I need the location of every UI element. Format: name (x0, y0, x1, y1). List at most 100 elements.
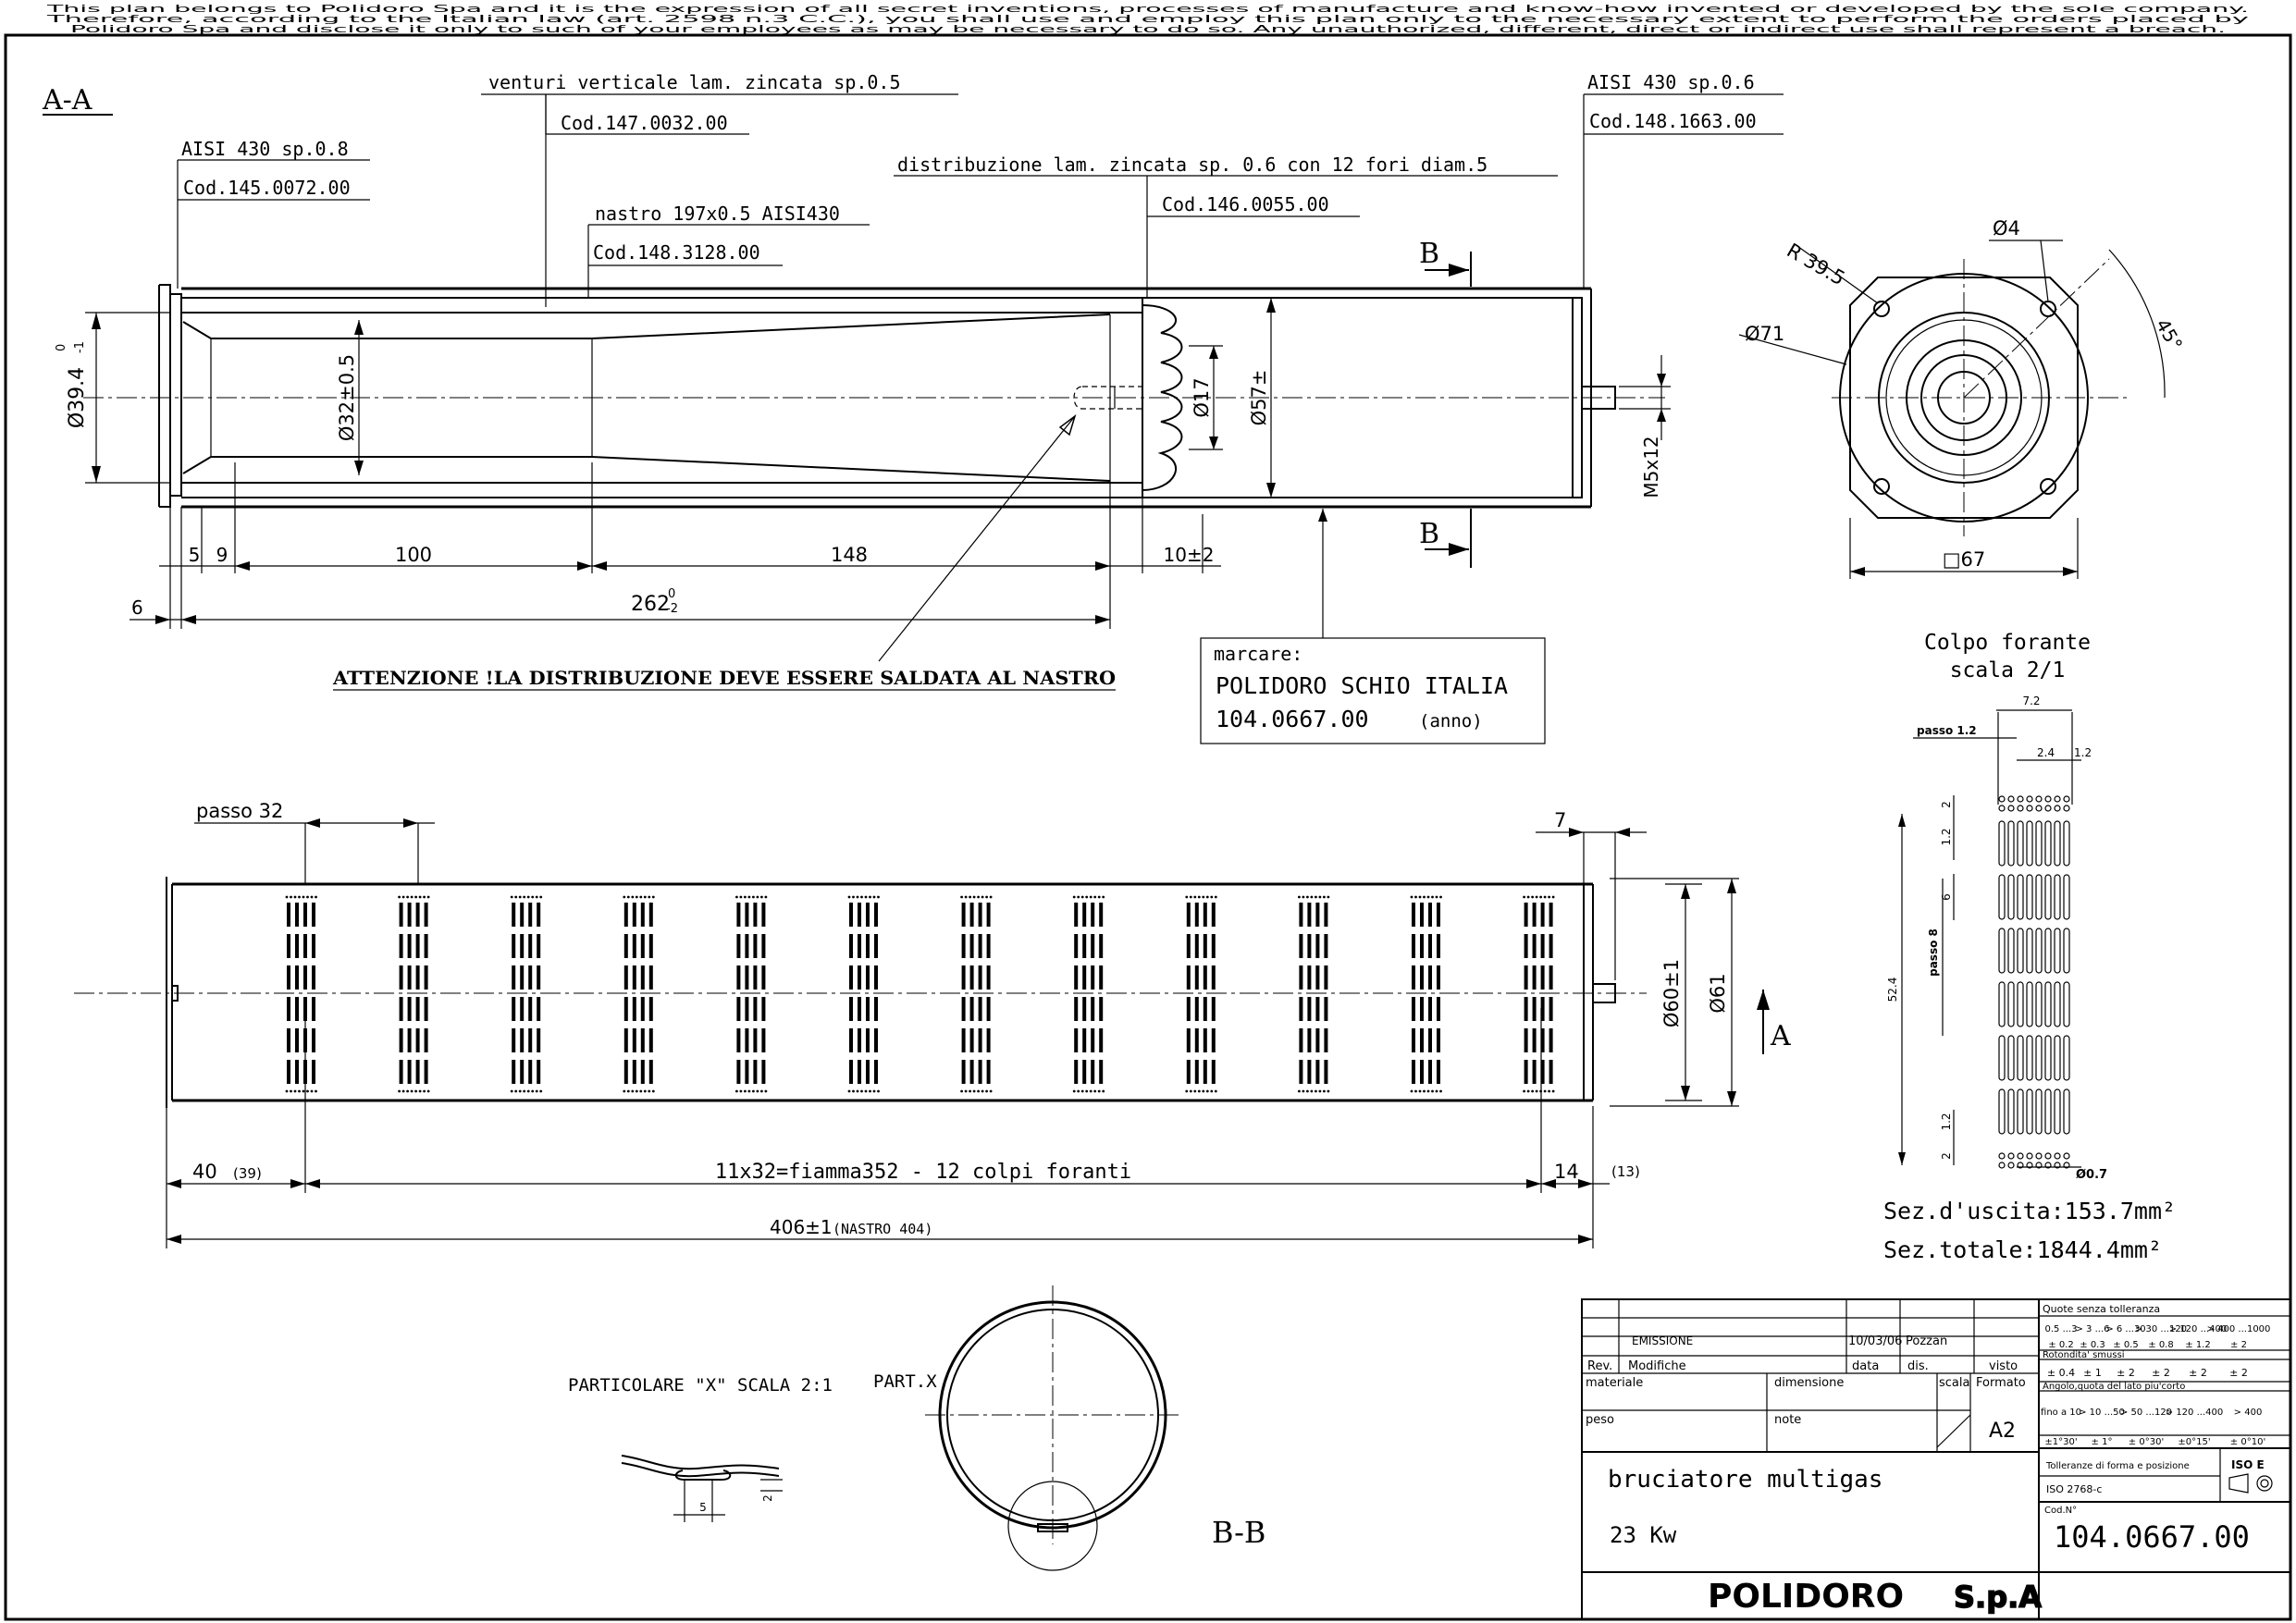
weld-warning: ATTENZIONE !LA DISTRIBUZIONE DEVE ESSERE… (332, 667, 1116, 689)
svg-text:1.2: 1.2 (1940, 828, 1953, 845)
svg-text:dis.: dis. (1907, 1359, 1929, 1373)
angle-45: 45° (2152, 315, 2188, 355)
burner-plan-view: passo 32 7 Ø60±1 Ø61 A 40 (39) 11x32=fia… (74, 800, 1791, 1248)
dim-148: 148 (831, 544, 868, 566)
svg-text:passo 8: passo 8 (1927, 928, 1940, 977)
svg-text:Angolo,quota del lato piu'cort: Angolo,quota del lato piu'corto (2043, 1382, 2185, 1392)
svg-text:2: 2 (1940, 801, 1953, 808)
svg-text:Modifiche: Modifiche (1628, 1359, 1686, 1373)
svg-text:2.4: 2.4 (2037, 746, 2055, 759)
svg-text:ISO 2768-c: ISO 2768-c (2046, 1483, 2102, 1495)
svg-text:52.4: 52.4 (1886, 977, 1899, 1002)
hole-group (1410, 895, 1442, 1093)
svg-text:peso: peso (1586, 1413, 1614, 1427)
dim-inlet-diameter: Ø39.4 (66, 367, 89, 428)
svg-text:(39): (39) (233, 1165, 262, 1182)
drawing-description: bruciatore multigas (1608, 1466, 1882, 1494)
callout-distribution-code: Cod.146.0055.00 (1162, 193, 1329, 215)
svg-text:Quote senza tolleranza: Quote senza tolleranza (2043, 1303, 2160, 1315)
svg-text:0: 0 (668, 587, 675, 601)
angle-range: > 50 ...120 (2120, 1408, 2172, 1418)
dim-square: □67 (1943, 548, 1986, 571)
marking-line-2: 104.0667.00 (1216, 706, 1369, 732)
dim-venturi-diameter: Ø32±0.5 (336, 354, 358, 441)
round-value: ± 2 (2152, 1367, 2170, 1379)
svg-text:6: 6 (1940, 893, 1953, 901)
tol-value: ± 0.5 (2113, 1340, 2138, 1350)
drawing-power: 23 Kw (1610, 1522, 1677, 1548)
tol-value: ± 2 (2230, 1340, 2247, 1350)
svg-text:materiale: materiale (1586, 1376, 1643, 1390)
section-mark-b-top: B (1419, 238, 1439, 270)
callout-inlet-code: Cod.145.0072.00 (183, 177, 351, 199)
dim-bolt-circle: Ø71 (1745, 323, 1784, 345)
svg-text:EMISSIONE: EMISSIONE (1632, 1334, 1693, 1347)
svg-text:Tolleranze di forma e posizion: Tolleranze di forma e posizione (2045, 1461, 2190, 1471)
svg-text:Ø0.7: Ø0.7 (2076, 1168, 2107, 1182)
dim-thread: M5x12 (1640, 436, 1662, 498)
notice-line-2: Therefore, according to the Italian law … (44, 13, 2250, 25)
callout-tape-code: Cod.148.3128.00 (593, 241, 760, 264)
dim-40: 40 (192, 1161, 217, 1183)
hole-pattern-grid (1998, 795, 2070, 1169)
dim-pitch-32: passo 32 (196, 800, 283, 822)
hole-detail-title: Colpo forante (1924, 631, 2091, 655)
callout-venturi: venturi verticale lam. zincata sp.0.5 (488, 71, 901, 93)
inlet-flange (158, 284, 171, 508)
svg-text:2: 2 (1940, 1152, 1953, 1160)
callout-tape: nastro 197x0.5 AISI430 (595, 203, 840, 225)
svg-text:7.2: 7.2 (2022, 695, 2040, 707)
company-name: POLIDORO (1708, 1578, 1904, 1616)
tol-range: > 6 ...30 (2105, 1324, 2145, 1334)
angle-range: > 400 (2234, 1408, 2263, 1418)
callout-venturi-code: Cod.147.0032.00 (561, 112, 728, 134)
angle-range: > 10 ...50 (2079, 1408, 2125, 1418)
svg-text:scala: scala (1939, 1376, 1969, 1390)
end-cap (1572, 297, 1583, 498)
svg-text:(NASTRO 404): (NASTRO 404) (833, 1221, 932, 1237)
tol-value: ± 1.2 (2185, 1340, 2210, 1350)
round-value: ± 0.4 (2047, 1367, 2075, 1379)
tol-range: > 120 ...400 (2169, 1324, 2227, 1334)
angle-value: ±0°15' (2178, 1437, 2210, 1447)
svg-text:Rev.: Rev. (1587, 1359, 1612, 1373)
detail-x-label: PARTICOLARE "X" SCALA 2:1 (568, 1375, 833, 1396)
svg-text:Pozzan: Pozzan (1906, 1334, 1947, 1348)
end-view: 45° R 39.5 Ø71 Ø4 □67 (1738, 217, 2188, 579)
dim-burner-61: Ø61 (1707, 973, 1729, 1013)
svg-text:visto: visto (1989, 1359, 2018, 1373)
tol-range: 0.5 ...3 (2045, 1324, 2078, 1334)
dim-tube-diameter: Ø57± (1248, 370, 1270, 426)
marking-year: (anno) (1419, 711, 1483, 732)
angle-value: ±1°30' (2044, 1437, 2077, 1447)
dim-hole-diameter: Ø4 (1993, 217, 2020, 240)
hole-group (1298, 895, 1330, 1093)
dim-9: 9 (216, 544, 228, 566)
section-a-a-title: A-A (42, 84, 93, 117)
angle-range: fino a 10 (2041, 1408, 2081, 1418)
round-value: ± 1 (2083, 1367, 2102, 1379)
dim-262: 262 (631, 593, 670, 616)
svg-text:0: 0 (55, 344, 68, 351)
part-x-highlight (1007, 1481, 1098, 1571)
marking-line-1: POLIDORO SCHIO ITALIA (1216, 672, 1508, 699)
hole-group (398, 895, 430, 1093)
section-a-a: A-A Ø39.4 0 -1 (42, 71, 1784, 744)
svg-text:2: 2 (761, 1494, 774, 1502)
notice-line-1: This plan belongs to Polidoro Spa and it… (44, 3, 2249, 15)
callout-cap-material: AISI 430 sp.0.6 (1587, 71, 1755, 93)
angle-value: ± 0°10' (2230, 1437, 2265, 1447)
round-value: ± 2 (2189, 1367, 2207, 1379)
dim-14: 14 (1554, 1161, 1579, 1183)
hole-group (623, 895, 655, 1093)
dim-10: 10±2 (1164, 544, 1215, 566)
section-mark-a: A (1770, 1020, 1791, 1052)
round-value: ± 2 (2229, 1367, 2248, 1379)
outlet-section: Sez.d'uscita:153.7mm² (1883, 1198, 2176, 1224)
hole-group (735, 895, 768, 1093)
title-block: EMISSIONE 10/03/06 Pozzan Rev. Modifiche… (1581, 1298, 2291, 1620)
company-suffix: S.p.A (1954, 1580, 2042, 1615)
part-x-label: PART.X (873, 1371, 937, 1392)
svg-text:-2: -2 (666, 602, 678, 616)
